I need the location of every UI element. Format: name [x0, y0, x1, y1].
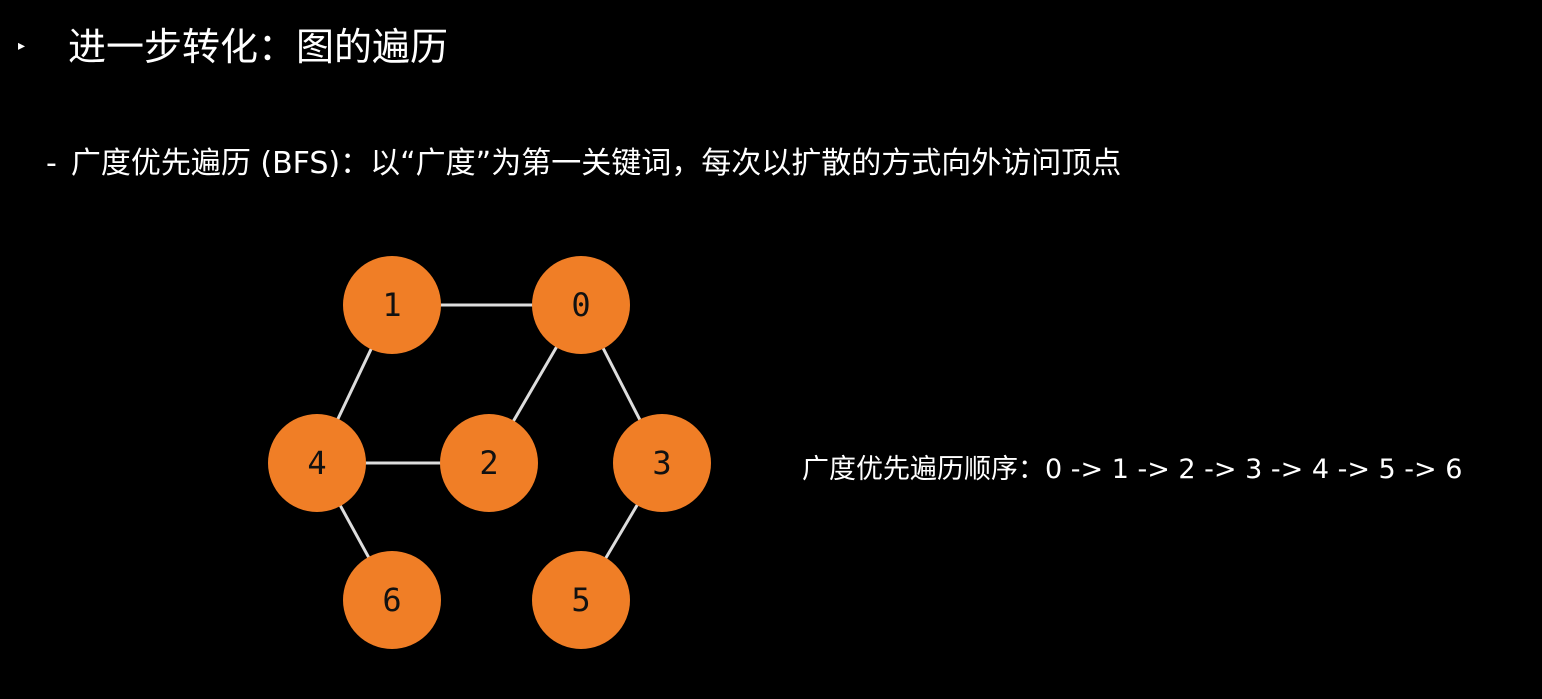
node-0: 0 — [532, 256, 630, 354]
node-4: 4 — [268, 414, 366, 512]
node-circle-2 — [440, 414, 538, 512]
subtitle-line: -广度优先遍历 (BFS)：以“广度”为第一关键词，每次以扩散的方式向外访问顶点 — [46, 144, 1121, 184]
node-circle-3 — [613, 414, 711, 512]
node-6: 6 — [343, 551, 441, 649]
node-label-6: 6 — [382, 581, 401, 619]
node-label-4: 4 — [307, 444, 326, 482]
node-circle-4 — [268, 414, 366, 512]
node-3: 3 — [613, 414, 711, 512]
subtitle-text: 广度优先遍历 (BFS)：以“广度”为第一关键词，每次以扩散的方式向外访问顶点 — [70, 146, 1122, 181]
node-1: 1 — [343, 256, 441, 354]
node-5: 5 — [532, 551, 630, 649]
node-label-1: 1 — [382, 286, 401, 324]
node-circle-0 — [532, 256, 630, 354]
node-label-0: 0 — [571, 286, 590, 324]
node-label-5: 5 — [571, 581, 590, 619]
node-label-2: 2 — [479, 444, 498, 482]
node-circle-6 — [343, 551, 441, 649]
bfs-order-text: 广度优先遍历顺序：0 -> 1 -> 2 -> 3 -> 4 -> 5 -> 6 — [802, 454, 1463, 485]
subtitle-dash: - — [46, 146, 57, 181]
node-circle-1 — [343, 256, 441, 354]
node-circle-5 — [532, 551, 630, 649]
graph-nodes: 0 1 2 3 4 5 6 — [268, 256, 711, 649]
node-2: 2 — [440, 414, 538, 512]
bullet-triangle-icon: ▸ — [18, 38, 26, 54]
slide-title: 进一步转化：图的遍历 — [68, 25, 449, 69]
node-label-3: 3 — [652, 444, 671, 482]
